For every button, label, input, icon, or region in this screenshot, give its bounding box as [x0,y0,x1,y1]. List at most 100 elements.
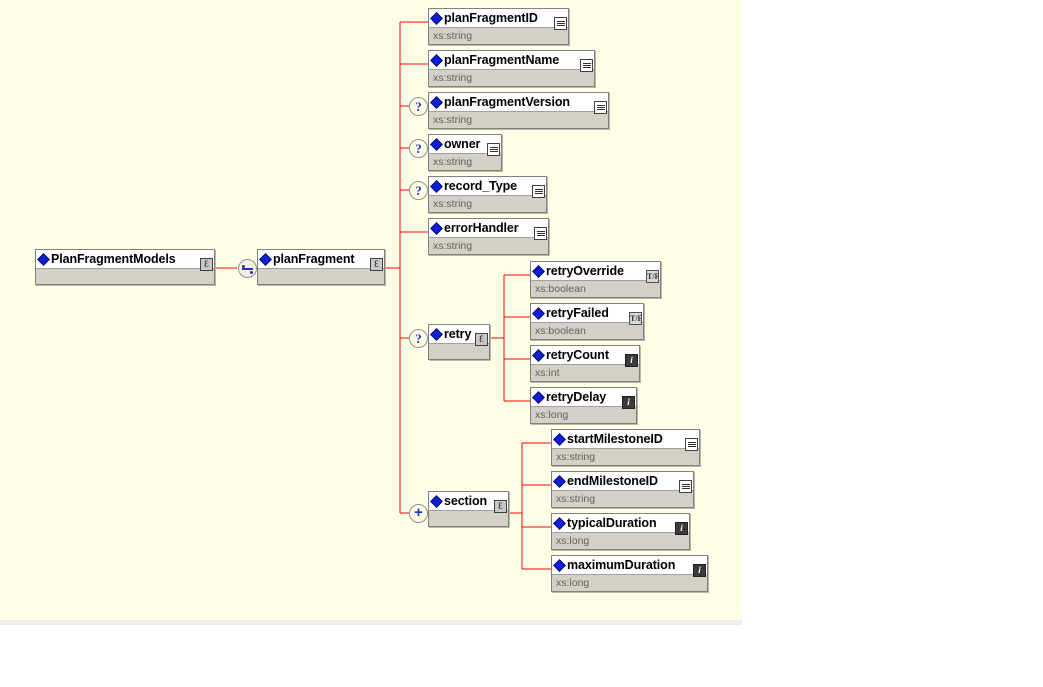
node-section[interactable]: section Ɛ [428,491,509,527]
node-datatype: xs:string [429,154,501,170]
node-label: planFragmentName [444,53,560,67]
node-label: record_Type [444,179,518,193]
element-diamond-icon [532,348,545,362]
node-datatype: xs:long [552,533,689,549]
node-plan-fragment-version[interactable]: planFragmentVersion xs:string [428,92,609,129]
number-type-icon: i [675,522,688,535]
node-label: startMilestoneID [567,432,663,446]
optional-marker-plan-fragment-version: ? [409,97,428,116]
node-label: PlanFragmentModels [51,252,176,266]
node-plan-fragment-id[interactable]: planFragmentID xs:string [428,8,569,45]
diagram-bottom-shadow [0,620,742,625]
element-diamond-icon [430,221,443,235]
node-retry[interactable]: retry Ɛ [428,324,490,360]
node-header: record_Type [429,177,546,198]
element-diamond-icon [259,252,272,266]
complex-type-icon: Ɛ [370,258,383,271]
node-datatype: xs:long [531,407,636,423]
node-owner[interactable]: owner xs:string [428,134,502,171]
complex-type-icon: Ɛ [200,258,213,271]
node-retry-override[interactable]: retryOverride T/F xs:boolean [530,261,661,298]
node-body [429,344,489,359]
node-header: startMilestoneID [552,430,699,451]
node-datatype: xs:string [429,112,608,128]
node-start-milestone-id[interactable]: startMilestoneID xs:string [551,429,700,466]
node-datatype: xs:string [429,238,548,254]
element-diamond-icon [553,474,566,488]
node-header: planFragment Ɛ [258,250,384,271]
node-header: typicalDuration i [552,514,689,535]
element-diamond-icon [532,306,545,320]
node-datatype: xs:long [552,575,707,591]
node-label: retry [444,327,472,341]
node-label: retryOverride [546,264,624,278]
node-plan-fragment[interactable]: planFragment Ɛ [257,249,385,285]
node-header: errorHandler [429,219,548,240]
element-diamond-icon [430,327,443,341]
complex-type-icon: Ɛ [494,500,507,513]
node-label: planFragmentVersion [444,95,570,109]
element-diamond-icon [553,516,566,530]
node-datatype: xs:string [429,196,546,212]
node-label: retryFailed [546,306,609,320]
boolean-type-icon: T/F [646,270,660,283]
repeating-marker-section: + [409,504,428,523]
element-diamond-icon [430,11,443,25]
node-header: retryFailed T/F [531,304,643,325]
string-type-icon [679,480,692,493]
element-diamond-icon [37,252,50,266]
node-datatype: xs:string [552,449,699,465]
node-label: planFragment [273,252,355,266]
node-label: endMilestoneID [567,474,658,488]
node-typical-duration[interactable]: typicalDuration i xs:long [551,513,690,550]
complex-type-icon: Ɛ [475,333,488,346]
element-diamond-icon [430,494,443,508]
element-diamond-icon [430,137,443,151]
node-datatype: xs:boolean [531,323,643,339]
node-end-milestone-id[interactable]: endMilestoneID xs:string [551,471,694,508]
optional-marker-record-type: ? [409,181,428,200]
boolean-type-icon: T/F [629,312,643,325]
element-diamond-icon [430,95,443,109]
string-type-icon [580,59,593,72]
node-header: owner [429,135,501,156]
node-retry-count[interactable]: retryCount i xs:int [530,345,640,382]
node-label: retryCount [546,348,609,362]
node-header: planFragmentVersion [429,93,608,114]
node-header: planFragmentName [429,51,594,72]
node-retry-delay[interactable]: retryDelay i xs:long [530,387,637,424]
optional-marker-retry: ? [409,329,428,348]
node-datatype: xs:string [429,70,594,86]
node-plan-fragment-name[interactable]: planFragmentName xs:string [428,50,595,87]
node-datatype: xs:boolean [531,281,660,297]
node-record-type[interactable]: record_Type xs:string [428,176,547,213]
node-error-handler[interactable]: errorHandler xs:string [428,218,549,255]
optional-marker-owner: ? [409,139,428,158]
sequence-compositor-icon [238,259,257,278]
node-plan-fragment-models[interactable]: PlanFragmentModels Ɛ [35,249,215,285]
node-label: retryDelay [546,390,607,404]
string-type-icon [532,185,545,198]
number-type-icon: i [625,354,638,367]
number-type-icon: i [622,396,635,409]
string-type-icon [685,438,698,451]
node-header: maximumDuration i [552,556,707,577]
node-datatype: xs:string [429,28,568,44]
node-header: PlanFragmentModels Ɛ [36,250,214,271]
node-label: maximumDuration [567,558,676,572]
node-retry-failed[interactable]: retryFailed T/F xs:boolean [530,303,644,340]
node-header: planFragmentID [429,9,568,30]
string-type-icon [487,143,500,156]
element-diamond-icon [430,179,443,193]
node-header: retry Ɛ [429,325,489,346]
node-header: section Ɛ [429,492,508,513]
node-maximum-duration[interactable]: maximumDuration i xs:long [551,555,708,592]
element-diamond-icon [532,264,545,278]
string-type-icon [554,17,567,30]
string-type-icon [534,227,547,240]
node-datatype: xs:int [531,365,639,381]
node-body [429,511,508,526]
node-label: owner [444,137,481,151]
node-label: planFragmentID [444,11,538,25]
node-body [258,269,384,284]
